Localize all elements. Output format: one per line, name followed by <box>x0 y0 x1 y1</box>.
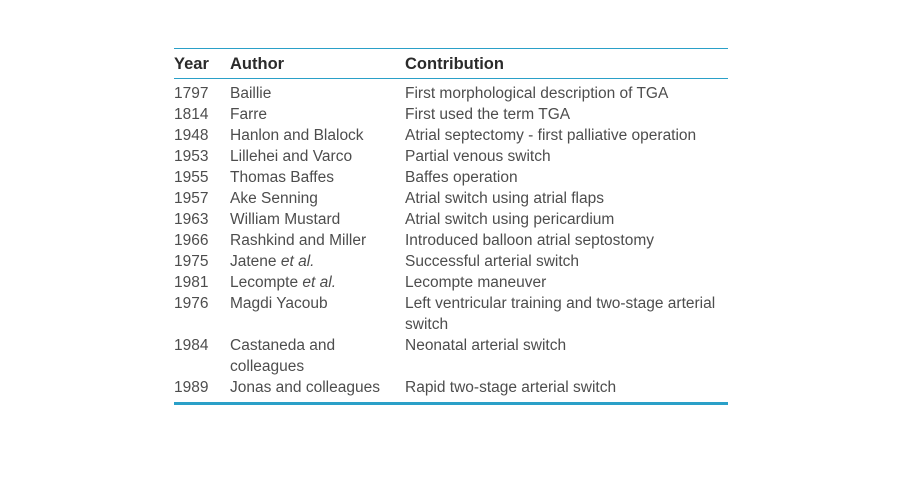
cell-author: Jatene et al. <box>230 251 405 272</box>
cell-year: 1966 <box>174 232 209 249</box>
cell-contribution: Partial venous switch <box>405 148 551 165</box>
table-row: 1984 Castaneda and colleagues Neonatal art… <box>174 335 728 377</box>
cell-author: Magdi Yacoub <box>230 293 405 335</box>
cell-contribution: Atrial switch using pericardium <box>405 211 615 228</box>
table-row: 1989 Jonas and colleagues Rapid two-stage … <box>174 377 728 398</box>
cell-year: 1957 <box>174 190 209 207</box>
cell-author: Lecompte et al. <box>230 272 405 293</box>
table-row: 1953 Lillehei and Varco Partial venous swi… <box>174 146 728 167</box>
cell-contribution: Left ventricular training and two-stage … <box>405 295 716 333</box>
table-row: 1814 Farre First used the term TGA <box>174 104 728 125</box>
cell-author: Baillie <box>230 79 405 104</box>
cell-author: Lillehei and Varco <box>230 146 405 167</box>
cell-author: Rashkind and Miller <box>230 230 405 251</box>
cell-contribution: Atrial switch using atrial flaps <box>405 190 604 207</box>
cell-year: 1814 <box>174 106 209 123</box>
table-row: 1957 Ake Senning Atrial switch using atria… <box>174 188 728 209</box>
author-name: Lillehei and Varco <box>230 148 353 165</box>
table-top-rule <box>174 48 728 49</box>
cell-year: 1948 <box>174 127 209 144</box>
cell-year: 1989 <box>174 379 209 396</box>
cell-contribution: Introduced balloon atrial septostomy <box>405 232 655 249</box>
cell-year: 1975 <box>174 253 209 270</box>
author-et-al: et al. <box>302 274 336 291</box>
table-bottom-rule <box>174 402 728 405</box>
table-row: 1955 Thomas Baffes Baffes operation <box>174 167 728 188</box>
cell-year: 1797 <box>174 85 209 102</box>
cell-contribution: Rapid two-stage arterial switch <box>405 379 617 396</box>
author-et-al: et al. <box>280 253 315 270</box>
table-header-rule <box>174 78 728 79</box>
contributions-table-body: 1797 Baillie First morphological descripti… <box>174 79 728 398</box>
author-name: Jatene <box>230 253 281 270</box>
cell-author: Jonas and colleagues <box>230 377 405 398</box>
author-name: William Mustard <box>230 211 341 228</box>
cell-author: Ake Senning <box>230 188 405 209</box>
author-name: Castaneda and colleagues <box>230 337 336 375</box>
cell-contribution: First used the term TGA <box>405 106 571 123</box>
header-year: Year <box>174 55 209 73</box>
author-name: Rashkind and Miller <box>230 232 367 249</box>
cell-author: Farre <box>230 104 405 125</box>
cell-contribution: First morphological description of TGA <box>405 85 669 102</box>
table-row: 1797 Baillie First morphological descripti… <box>174 79 728 104</box>
cell-year: 1955 <box>174 169 209 186</box>
cell-author: Castaneda and colleagues <box>230 335 405 377</box>
table-row: 1966 Rashkind and Miller Introduced balloo… <box>174 230 728 251</box>
table-row: 1963 William Mustard Atrial switch using p… <box>174 209 728 230</box>
cell-contribution: Neonatal arterial switch <box>405 337 567 354</box>
contributions-table: Year Author Contribution <box>174 49 728 78</box>
cell-contribution: Lecompte maneuver <box>405 274 547 291</box>
cell-author: Thomas Baffes <box>230 167 405 188</box>
cell-year: 1984 <box>174 337 209 354</box>
table-body: 1797 Baillie First morphological descripti… <box>174 79 728 398</box>
cell-year: 1963 <box>174 211 209 228</box>
cell-author: Hanlon and Blalock <box>230 125 405 146</box>
author-name: Thomas Baffes <box>230 169 334 186</box>
table-header: Year Author Contribution <box>174 49 728 78</box>
header-author: Author <box>230 55 285 73</box>
header-contribution: Contribution <box>405 55 504 73</box>
author-name: Magdi Yacoub <box>230 295 328 312</box>
author-name: Ake Senning <box>230 190 318 207</box>
cell-contribution: Baffes operation <box>405 169 518 186</box>
author-name: Lecompte <box>230 274 303 291</box>
cell-year: 1953 <box>174 148 209 165</box>
author-name: Farre <box>230 106 268 123</box>
cell-year: 1976 <box>174 295 209 312</box>
author-name: Baillie <box>230 85 272 102</box>
cell-author: William Mustard <box>230 209 405 230</box>
cell-contribution: Successful arterial switch <box>405 253 580 270</box>
author-name: Jonas and colleagues <box>230 379 380 396</box>
table-row: 1976 Magdi Yacoub Left ventricular trainin… <box>174 293 728 335</box>
author-name: Hanlon and Blalock <box>230 127 364 144</box>
cell-year: 1981 <box>174 274 209 291</box>
cell-contribution: Atrial septectomy - first palliative ope… <box>405 127 697 144</box>
table-row: 1948 Hanlon and Blalock Atrial septectomy … <box>174 125 728 146</box>
